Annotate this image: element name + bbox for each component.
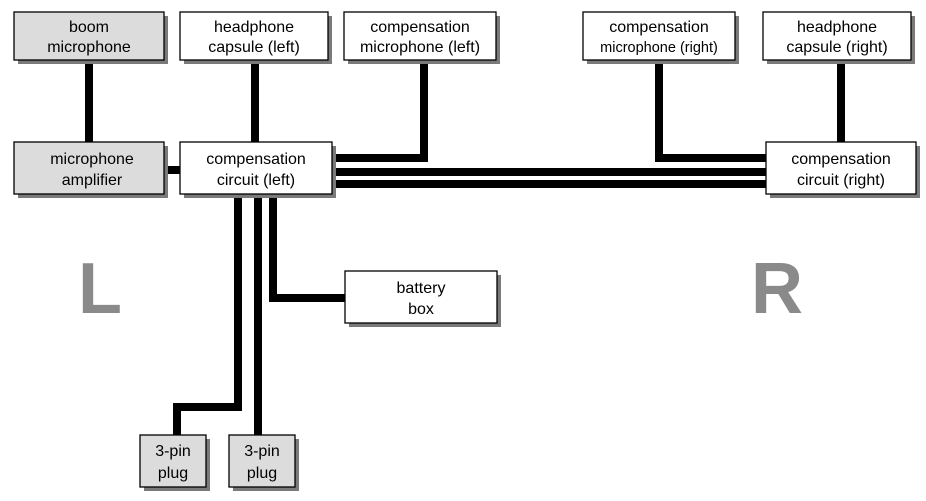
compensation-microphone-right-label-line-2: microphone (right) [600,40,718,56]
compensation-microphone-left-label-line-2: microphone (left) [360,39,480,56]
wire-circuit-left-to-plug-1 [173,197,242,435]
compensation-circuit-right-label-line-1: compensation [791,151,891,168]
headphone-capsule-left-label-line-1: headphone [214,19,294,36]
battery-box-label-line-2: box [408,301,434,318]
compensation-microphone-right-label-line-1: compensation [609,19,709,36]
wire-comp-mic-right-to-circuit-right [655,63,766,162]
plug-1-label-line-2: plug [158,465,188,482]
microphone-amplifier-label-line-2: amplifier [62,172,123,189]
compensation-circuit-right-box: compensation circuit (right) [765,141,920,198]
battery-box: battery box [344,270,501,327]
boom-microphone-label-line-1: boom [69,19,109,36]
plug-1-box: 3-pin plug [139,434,210,491]
compensation-circuit-right-label-line-2: circuit (right) [797,172,885,189]
compensation-circuit-left-label-line-1: compensation [206,151,306,168]
battery-box-label-line-1: battery [397,280,446,297]
microphone-amplifier-label-line-1: microphone [50,151,134,168]
plug-2-label-line-1: 3-pin [244,443,280,460]
headphone-capsule-right-box: headphone capsule (right) [762,11,915,64]
headphone-capsule-left-box: headphone capsule (left) [179,11,332,64]
headphone-capsule-left-label-line-2: capsule (left) [208,39,300,56]
compensation-circuit-left-label-line-2: circuit (left) [217,172,295,189]
plug-1-label-line-1: 3-pin [155,443,191,460]
compensation-microphone-right-box: compensation microphone (right) [582,11,739,64]
right-side-label: R [751,249,803,329]
wire-circuit-left-to-battery [269,197,345,302]
compensation-circuit-left-box: compensation circuit (left) [179,141,336,198]
wires [85,63,845,435]
plug-2-label-line-2: plug [247,465,277,482]
left-side-label: L [78,249,122,329]
microphone-amplifier-box: microphone amplifier [13,141,168,198]
wire-comp-mic-left-to-circuit-left [333,63,428,162]
headphone-capsule-right-label-line-2: capsule (right) [786,39,887,56]
plug-2-box: 3-pin plug [228,434,299,491]
boom-microphone-box: boom microphone [13,11,168,64]
compensation-microphone-left-label-line-1: compensation [370,19,470,36]
boom-microphone-label-line-2: microphone [47,39,131,56]
compensation-microphone-left-box: compensation microphone (left) [343,11,500,64]
headphone-capsule-right-label-line-1: headphone [797,19,877,36]
